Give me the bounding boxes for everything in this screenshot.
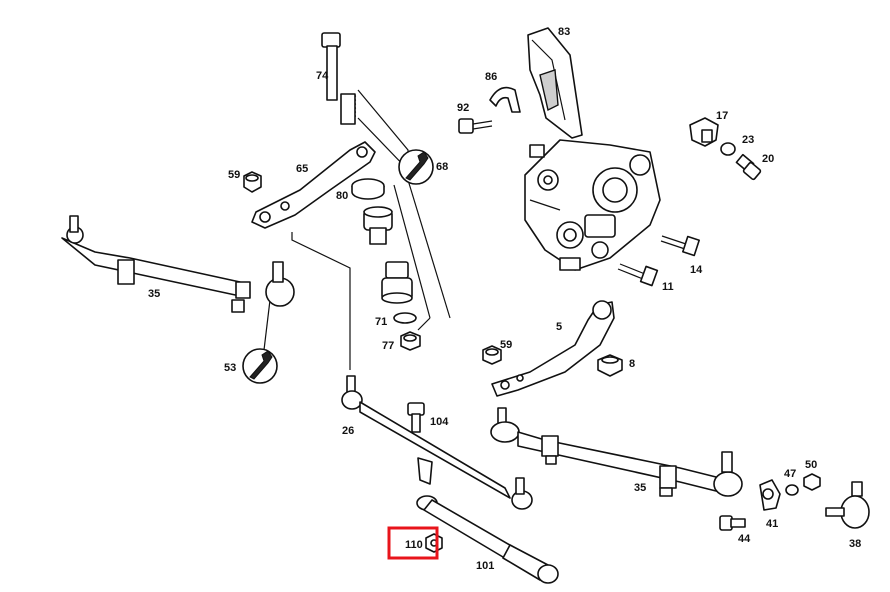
nut-50 (803, 473, 821, 491)
bushing-upper (363, 206, 393, 245)
ball-joint-38 (825, 481, 870, 529)
label-5: 5 (556, 321, 562, 333)
bushing-lower (381, 261, 413, 304)
nut-77 (400, 331, 421, 351)
label-20: 20 (762, 153, 774, 165)
part-labels: 83 86 74 92 17 23 20 59 65 68 80 35 14 1… (148, 26, 861, 572)
label-104: 104 (430, 416, 449, 428)
washer-71 (393, 312, 417, 324)
bolt-20 (735, 153, 762, 181)
bolt-74 (321, 32, 357, 125)
label-38: 38 (849, 538, 861, 550)
bracket-17 (689, 117, 719, 147)
tie-rod-35-left (61, 215, 295, 313)
label-71: 71 (375, 316, 387, 328)
label-68: 68 (436, 161, 448, 173)
label-50: 50 (805, 459, 817, 471)
label-17: 17 (716, 110, 728, 122)
label-59: 59 (500, 339, 512, 351)
label-11: 11 (662, 281, 674, 293)
label-26: 26 (342, 425, 354, 437)
label-53: 53 (224, 362, 236, 374)
label-80: 80 (336, 190, 348, 202)
washer-23 (720, 142, 736, 156)
bolt-11 (617, 263, 659, 287)
label-77: 77 (382, 340, 394, 352)
highlight-box-110 (387, 526, 439, 560)
label-59: 59 (228, 169, 240, 181)
nut-59a (243, 171, 262, 193)
tie-rod-35-right (490, 407, 743, 497)
pitman-arm-5 (491, 300, 615, 397)
washer-47 (785, 484, 799, 496)
label-14: 14 (690, 264, 703, 276)
label-101: 101 (476, 560, 494, 572)
bolt-14 (660, 235, 700, 257)
label-35: 35 (148, 288, 160, 300)
screw-92 (458, 118, 493, 134)
clip-86 (489, 86, 521, 113)
bolt-44 (719, 515, 746, 531)
steering-gear-housing (524, 139, 661, 271)
label-83: 83 (558, 26, 570, 38)
label-86: 86 (485, 71, 497, 83)
label-65: 65 (296, 163, 308, 175)
label-44: 44 (738, 533, 751, 545)
label-110: 110 (405, 539, 423, 551)
label-35: 35 (634, 482, 646, 494)
nut-59b (482, 345, 502, 365)
clamp-41 (759, 479, 781, 511)
label-47: 47 (784, 468, 796, 480)
label-23: 23 (742, 134, 754, 146)
wrench-symbol-68 (398, 149, 434, 185)
label-92: 92 (457, 102, 469, 114)
cover-83 (527, 27, 583, 139)
bushing-80 (351, 178, 385, 200)
nut-110 (425, 533, 443, 553)
label-41: 41 (766, 518, 778, 530)
idler-arm-65 (251, 141, 376, 229)
label-74: 74 (316, 70, 329, 82)
label-8: 8 (629, 358, 635, 370)
wrench-symbol-53 (242, 348, 278, 384)
nut-8 (597, 354, 623, 377)
bolt-104 (407, 402, 425, 433)
steering-damper-101 (416, 495, 559, 584)
drag-link-26 (341, 375, 533, 510)
leader-lines (263, 89, 451, 370)
